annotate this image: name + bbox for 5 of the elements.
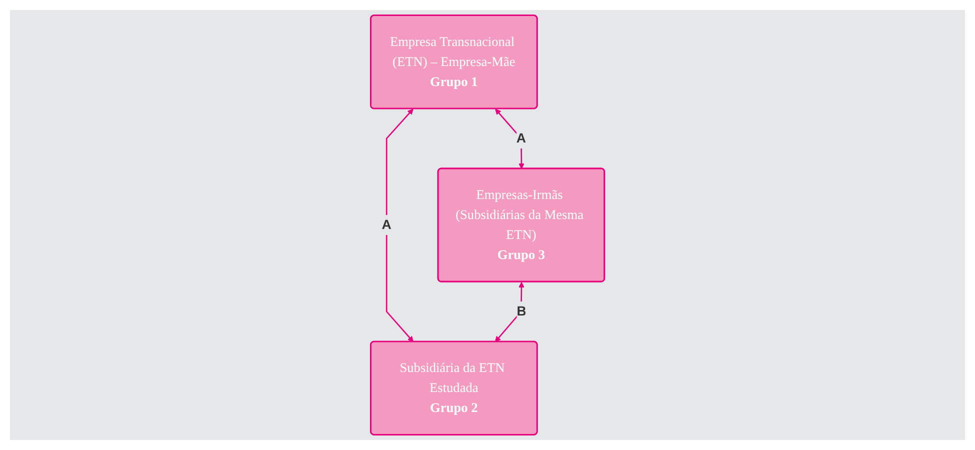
edge-label: A: [382, 218, 392, 232]
edge-label: A: [516, 131, 526, 146]
arrow: [494, 282, 524, 342]
arrow: [495, 108, 524, 170]
arrow: [386, 108, 414, 342]
